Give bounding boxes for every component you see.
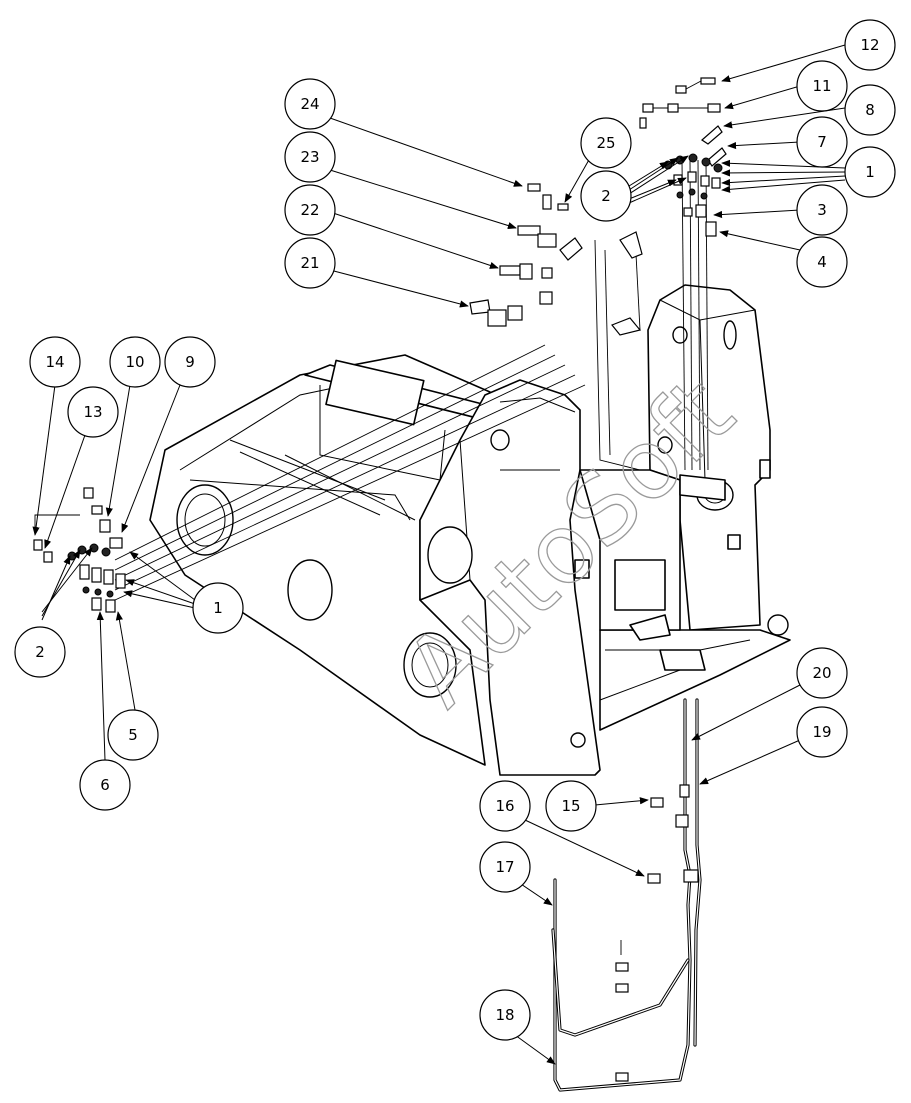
svg-text:5: 5 [128,726,138,744]
lower-pipe-assembly [551,698,702,1092]
callout-17: 17 [479,841,531,893]
svg-text:1: 1 [213,599,223,617]
callout-20: 20 [796,647,848,699]
svg-text:10: 10 [125,353,144,371]
access-cover-plate [325,359,425,426]
svg-text:14: 14 [45,353,64,371]
callout-7: 7 [796,116,848,168]
callout-22: 22 [284,184,336,236]
top-center-fittings [469,183,643,336]
left-panel-hole-1 [176,484,234,556]
svg-text:1: 1 [865,163,875,181]
left-panel-hole-2 [287,559,333,621]
callout-25: 25 [580,117,632,169]
svg-text:3: 3 [817,201,827,219]
left-tower [419,379,601,776]
loader-main-frame [149,284,791,776]
callout-13: 13 [67,386,119,438]
svg-text:17: 17 [495,858,514,876]
callout-1-right: 1 [844,146,896,198]
svg-text:8: 8 [865,101,875,119]
left-tower-pivot-hole [490,429,510,451]
callout-2-left: 2 [14,626,66,678]
callout-19: 19 [796,706,848,758]
svg-text:4: 4 [817,253,827,271]
top-right-fittings [639,77,727,237]
callout-15: 15 [545,780,597,832]
callout-9: 9 [164,336,216,388]
svg-text:2: 2 [35,643,45,661]
right-tower-slot [723,320,737,350]
callout-5: 5 [107,709,159,761]
callout-2-top: 2 [580,170,632,222]
callout-10: 10 [109,336,161,388]
callout-3: 3 [796,184,848,236]
callout-21: 21 [284,237,336,289]
svg-text:15: 15 [561,797,580,815]
callout-6: 6 [79,759,131,811]
svg-text:20: 20 [812,664,831,682]
svg-text:2: 2 [601,187,611,205]
right-tower-pivot-hole [672,326,688,344]
callout-4: 4 [796,236,848,288]
callout-24: 24 [284,78,336,130]
explosion-lines [114,159,709,601]
callout-8: 8 [844,84,896,136]
callout-14: 14 [29,336,81,388]
svg-text:6: 6 [100,776,110,794]
svg-text:16: 16 [495,797,514,815]
svg-text:12: 12 [860,36,879,54]
callout-18: 18 [479,989,531,1041]
svg-text:9: 9 [185,353,195,371]
svg-text:21: 21 [300,254,319,272]
svg-text:23: 23 [300,148,319,166]
callout-23: 23 [284,131,336,183]
svg-text:11: 11 [812,77,831,95]
callout-16: 16 [479,780,531,832]
left-fittings-cluster [33,487,126,613]
callout-11: 11 [796,60,848,112]
svg-text:22: 22 [300,201,319,219]
svg-text:18: 18 [495,1006,514,1024]
svg-text:25: 25 [596,134,615,152]
svg-text:19: 19 [812,723,831,741]
floor-plate [599,629,791,731]
callout-12: 12 [844,19,896,71]
left-tower-large-hole [427,526,473,584]
callouts: 12 11 8 7 1 3 4 25 2 24 23 22 21 14 10 9… [14,19,896,1041]
callout-1-left: 1 [192,582,244,634]
svg-text:13: 13 [83,403,102,421]
svg-text:7: 7 [817,133,827,151]
svg-text:24: 24 [300,95,319,113]
